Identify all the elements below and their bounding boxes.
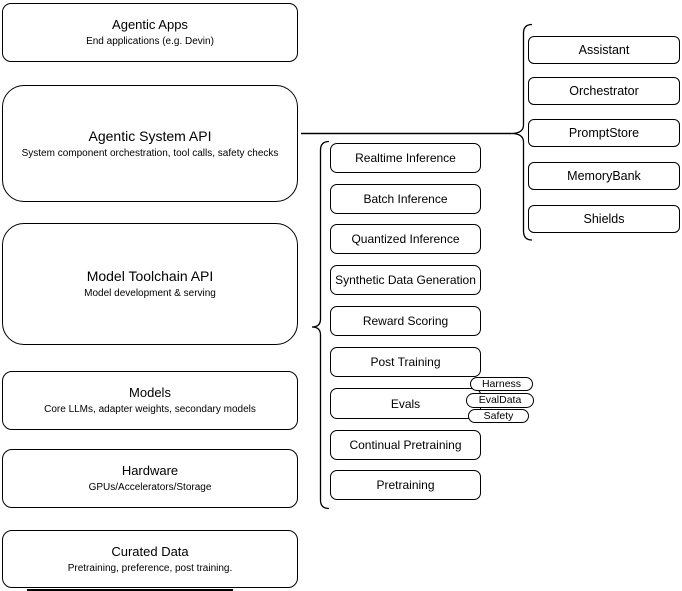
pill-safety: Safety xyxy=(468,409,529,423)
box-batch-inference-label: Batch Inference xyxy=(363,192,448,206)
box-quantized-inference-label: Quantized Inference xyxy=(351,232,460,246)
box-shields-label: Shields xyxy=(583,212,625,226)
box-synthetic-data-generation-label: Synthetic Data Generation xyxy=(335,273,476,287)
box-reward-scoring-label: Reward Scoring xyxy=(362,314,449,328)
box-promptstore: PromptStore xyxy=(528,119,680,147)
box-promptstore-label: PromptStore xyxy=(568,126,640,140)
box-shields: Shields xyxy=(528,205,680,233)
box-hardware: Hardware GPUs/Accelerators/Storage xyxy=(2,449,298,508)
box-curated-data: Curated Data Pretraining, preference, po… xyxy=(2,530,298,588)
box-realtime-inference-label: Realtime Inference xyxy=(355,151,456,165)
pill-evaldata-label: EvalData xyxy=(478,394,522,407)
pill-harness-label: Harness xyxy=(481,377,522,390)
box-agentic-apps-title: Agentic Apps xyxy=(112,17,188,32)
box-agentic-system-api: Agentic System API System component orch… xyxy=(2,85,298,202)
box-hardware-subtitle: GPUs/Accelerators/Storage xyxy=(88,482,212,493)
box-pretraining-label: Pretraining xyxy=(376,478,435,492)
box-post-training: Post Training xyxy=(330,347,481,377)
box-curated-data-title: Curated Data xyxy=(111,543,189,559)
pill-evaldata: EvalData xyxy=(466,393,534,408)
box-models: Models Core LLMs, adapter weights, secon… xyxy=(2,371,298,430)
box-batch-inference: Batch Inference xyxy=(330,184,481,214)
box-post-training-label: Post Training xyxy=(370,355,441,369)
box-curated-data-subtitle: Pretraining, preference, post training. xyxy=(67,562,233,574)
box-models-subtitle: Core LLMs, adapter weights, secondary mo… xyxy=(44,404,256,415)
box-agentic-system-api-subtitle: System component orchestration, tool cal… xyxy=(21,147,279,159)
box-continual-pretraining: Continual Pretraining xyxy=(330,430,481,460)
box-reward-scoring: Reward Scoring xyxy=(330,306,481,336)
pill-harness: Harness xyxy=(470,377,533,391)
box-orchestrator: Orchestrator xyxy=(528,77,680,105)
box-pretraining: Pretraining xyxy=(330,470,481,500)
box-memorybank: MemoryBank xyxy=(528,162,680,190)
box-synthetic-data-generation: Synthetic Data Generation xyxy=(330,265,481,295)
box-quantized-inference: Quantized Inference xyxy=(330,224,481,254)
toolchain-bracket xyxy=(311,140,330,510)
box-evals-label: Evals xyxy=(390,396,421,411)
box-hardware-title: Hardware xyxy=(121,463,179,478)
bottom-bar xyxy=(27,589,233,591)
box-model-toolchain-api: Model Toolchain API Model development & … xyxy=(2,223,298,345)
box-models-title: Models xyxy=(129,385,171,400)
box-orchestrator-label: Orchestrator xyxy=(569,84,639,98)
box-realtime-inference: Realtime Inference xyxy=(330,143,481,173)
box-model-toolchain-api-title: Model Toolchain API xyxy=(86,268,214,284)
box-continual-pretraining-label: Continual Pretraining xyxy=(349,438,462,452)
box-agentic-apps: Agentic Apps End applications (e.g. Devi… xyxy=(2,3,298,62)
box-assistant-label: Assistant xyxy=(578,43,630,57)
box-agentic-system-api-title: Agentic System API xyxy=(88,127,212,144)
box-assistant: Assistant xyxy=(528,36,680,64)
box-memorybank-label: MemoryBank xyxy=(567,169,641,183)
box-agentic-apps-subtitle: End applications (e.g. Devin) xyxy=(86,36,214,47)
box-model-toolchain-api-subtitle: Model development & serving xyxy=(84,288,216,299)
pill-safety-label: Safety xyxy=(483,409,514,422)
box-evals: Evals xyxy=(330,388,481,419)
